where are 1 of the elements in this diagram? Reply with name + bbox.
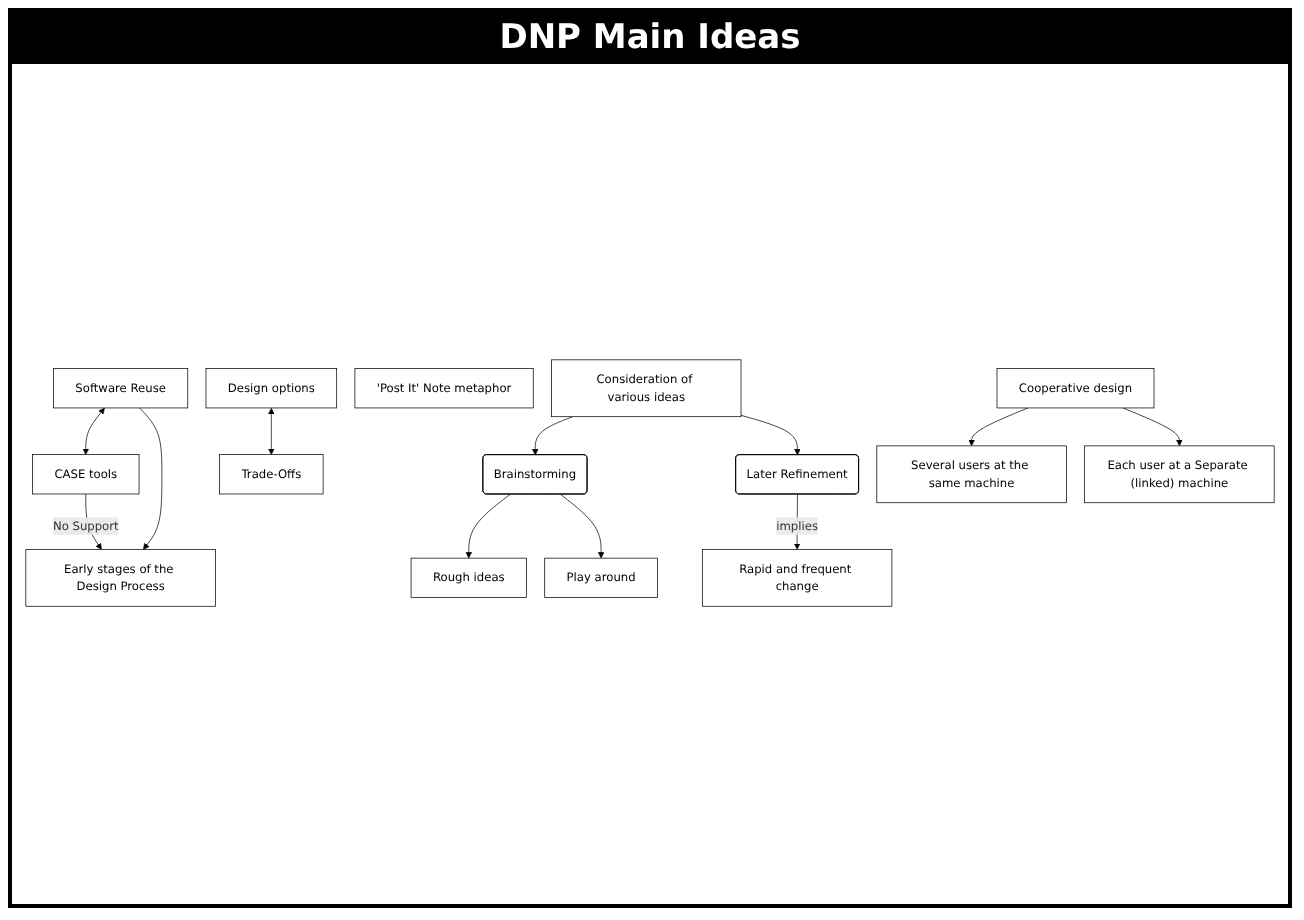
window-title: DNP Main Ideas [12,12,1288,64]
